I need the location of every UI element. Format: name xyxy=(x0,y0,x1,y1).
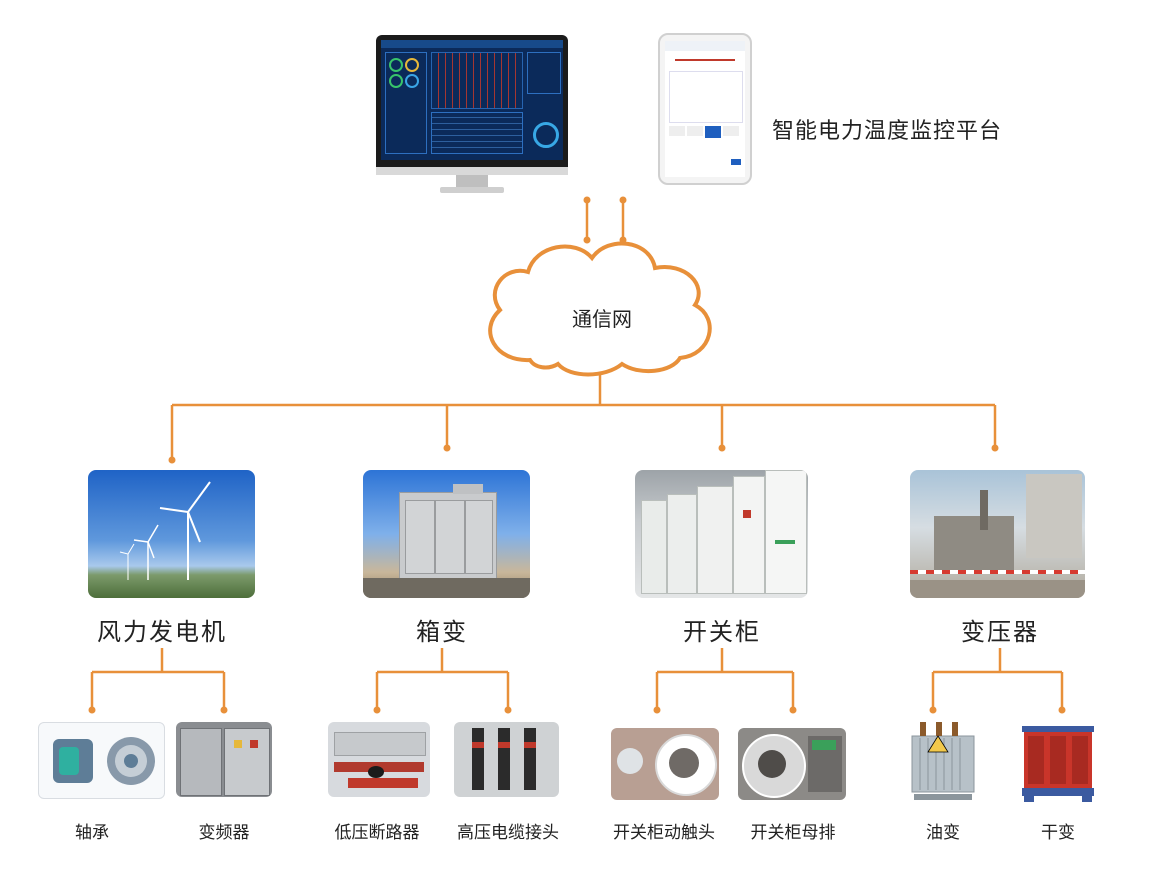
category-label-transformer: 变压器 xyxy=(961,618,1039,646)
sub-label-bearing: 轴承 xyxy=(75,823,109,843)
wind-turbine-photo xyxy=(88,470,255,598)
moving-contact-thumbnail xyxy=(611,728,719,800)
platform-title: 智能电力温度监控平台 xyxy=(772,119,1003,144)
category-label-wind: 风力发电机 xyxy=(97,618,227,646)
breaker-thumbnail xyxy=(328,722,430,797)
uplink-dot-left xyxy=(583,196,591,204)
busbar-thumbnail xyxy=(738,728,846,800)
sub-label-breaker: 低压断路器 xyxy=(334,823,420,843)
switchgear-photo xyxy=(635,470,808,598)
network-label: 通信网 xyxy=(572,307,632,331)
dry-transformer-thumbnail xyxy=(1018,720,1098,806)
inverter-thumbnail xyxy=(176,722,272,797)
sub-label-cable-joint: 高压电缆接头 xyxy=(457,823,559,843)
sub-label-moving-contact: 开关柜动触头 xyxy=(613,823,715,843)
box-transformer-photo xyxy=(363,470,530,598)
monitor-device xyxy=(376,35,568,195)
cloud-icon xyxy=(488,241,712,377)
sub-label-dry-transformer: 干变 xyxy=(1041,823,1075,843)
transformer-photo xyxy=(910,470,1085,598)
cable-joint-thumbnail xyxy=(454,722,559,797)
monitor-display xyxy=(381,40,563,160)
phone-device xyxy=(658,33,752,185)
oil-transformer-thumbnail xyxy=(898,714,988,806)
bearing-thumbnail xyxy=(38,722,165,799)
uplink-dot-right xyxy=(619,196,627,204)
category-label-switchgear: 开关柜 xyxy=(683,618,761,646)
category-label-box: 箱变 xyxy=(416,618,468,646)
sub-label-busbar: 开关柜母排 xyxy=(750,823,836,843)
sub-label-oil-transformer: 油变 xyxy=(926,823,960,843)
sub-label-inverter: 变频器 xyxy=(198,823,250,843)
